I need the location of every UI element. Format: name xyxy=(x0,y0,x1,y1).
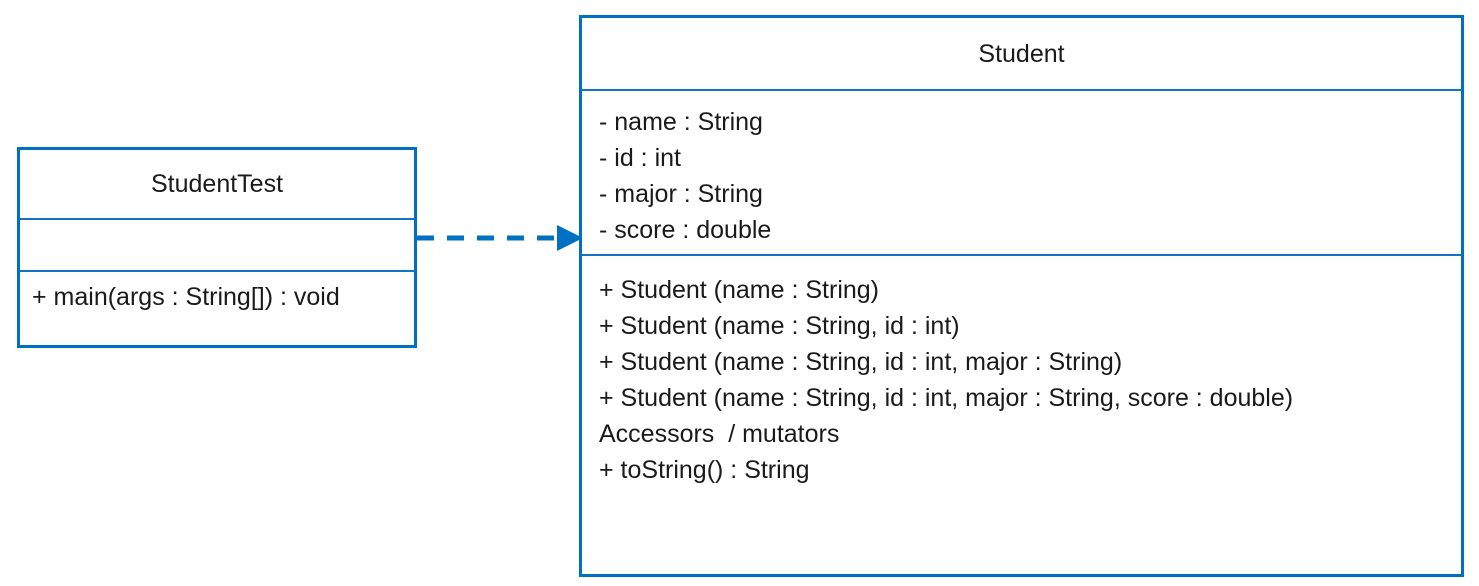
attribute-item: - name : String xyxy=(599,108,763,136)
methods-compartment: + Student (name : String) + Student (nam… xyxy=(582,254,1461,574)
class-title: Student xyxy=(978,39,1065,68)
method-item: + Student (name : String, id : int, majo… xyxy=(599,384,1294,412)
method-item: + main(args : String[]) : void xyxy=(32,283,340,311)
attribute-item: - id : int xyxy=(599,144,681,172)
class-name-compartment: StudentTest xyxy=(20,150,414,218)
uml-class-student[interactable]: Student - name : String - id : int - maj… xyxy=(579,15,1464,577)
method-item: + Student (name : String) xyxy=(599,276,880,304)
attribute-item: - major : String xyxy=(599,180,763,208)
uml-class-studenttest[interactable]: StudentTest + main(args : String[]) : vo… xyxy=(17,147,417,348)
attribute-list: - name : String - id : int - major : Str… xyxy=(599,104,1461,248)
method-item: + Student (name : String, id : int) xyxy=(599,312,960,340)
method-item: + Student (name : String, id : int, majo… xyxy=(599,348,1123,376)
method-item: Accessors / mutators xyxy=(599,420,840,448)
dependency-arrow xyxy=(417,225,583,251)
method-item: + toString() : String xyxy=(599,456,810,484)
arrowhead-icon xyxy=(557,225,583,251)
method-list: + Student (name : String) + Student (nam… xyxy=(599,272,1461,488)
method-list: + main(args : String[]) : void xyxy=(32,280,402,314)
class-title: StudentTest xyxy=(150,170,284,198)
attributes-compartment: - name : String - id : int - major : Str… xyxy=(582,89,1461,254)
attribute-item: - score : double xyxy=(599,216,772,244)
attributes-compartment xyxy=(20,218,414,270)
class-name-compartment: Student xyxy=(582,18,1461,89)
methods-compartment: + main(args : String[]) : void xyxy=(20,270,414,345)
